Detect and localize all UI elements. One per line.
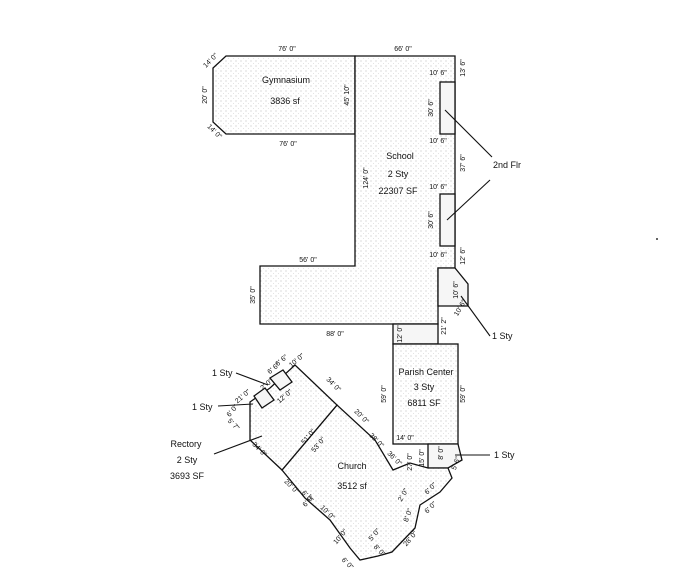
dim-bay-c: 10' 6": [429, 184, 447, 191]
dim-church-b11: 8' 0": [403, 507, 414, 523]
dim-church-step: 27' 0": [407, 453, 414, 471]
parish-center-area: 6811 SF: [407, 398, 441, 408]
rectory-small-box-b: [269, 369, 293, 391]
dim-parish-left: 59' 0": [381, 385, 388, 403]
school-area: 22307 SF: [378, 186, 418, 196]
school-name: School: [386, 151, 414, 161]
dim-gym-bottom: 76' 0": [279, 141, 297, 148]
church-name: Church: [337, 461, 366, 471]
parish-small-wing: [427, 443, 463, 469]
dim-bay-d: 10' 6": [429, 252, 447, 259]
leader-second-flr-b: [446, 179, 491, 221]
callout-one-sty-b: 1 Sty: [192, 402, 213, 412]
parish-center-stories: 3 Sty: [414, 382, 435, 392]
dim-parish-right: 59' 0": [460, 385, 467, 403]
rectory-small-box-a: [253, 387, 275, 409]
callout-one-sty-c: 1 Sty: [492, 331, 513, 341]
dim-school-height: 124' 0": [363, 167, 370, 189]
rectory-area: 3693 SF: [170, 471, 205, 481]
parish-center-outline: [392, 343, 459, 445]
dim-church-b12: 6' 0": [340, 557, 355, 572]
dim-bay-b: 10' 6": [429, 138, 447, 145]
dim-school-right-mid: 37' 6": [460, 154, 467, 172]
callout-second-flr: 2nd Flr: [493, 160, 521, 170]
dim-parish-small-a: 8' 0": [438, 446, 445, 460]
dim-link-small: 12' 0": [397, 325, 404, 343]
dim-school-right: 13' 6": [460, 59, 467, 77]
dim-bay-height-a: 30' 6": [428, 99, 435, 117]
church-outline: [281, 404, 453, 561]
dim-wing-top: 56' 0": [299, 257, 317, 264]
dim-parish-small-b: 15' 0": [419, 449, 426, 467]
school-stories: 2 Sty: [388, 169, 409, 179]
leader-rectory: [213, 435, 263, 455]
dim-school-right-low: 12' 6": [460, 247, 467, 265]
dim-bay-height-b: 30' 6": [428, 211, 435, 229]
dim-school-top: 66' 0": [394, 46, 412, 53]
dim-link: 21' 2": [441, 317, 448, 335]
dim-wing-left: 35' 0": [250, 286, 257, 304]
church-area: 3512 sf: [337, 481, 367, 491]
dim-bay-a: 10' 6": [429, 70, 447, 77]
gymnasium-name: Gymnasium: [262, 75, 310, 85]
gymnasium-outline: [212, 55, 356, 135]
rectory-stories: 2 Sty: [177, 455, 198, 465]
gymnasium-area: 3836 sf: [270, 96, 300, 106]
dim-parish-bottom: 14' 0": [396, 435, 414, 442]
dim-wing-bottom: 88' 0": [326, 331, 344, 338]
leader-one-sty-b: [217, 403, 254, 407]
callout-one-sty-d: 1 Sty: [494, 450, 515, 460]
dim-corner-a: 10' 6": [453, 281, 460, 299]
leader-second-flr-a: [444, 109, 493, 158]
dim-parish-small-c: 5' 6": [451, 455, 462, 471]
leader-one-sty-c: [460, 295, 491, 337]
dim-rect-g: 5' 7": [226, 418, 241, 433]
dim-gym-depth: 45' 10": [344, 84, 351, 106]
school-bay-upper: [439, 81, 456, 135]
dim-gym-left: 20' 0": [202, 86, 209, 104]
stray-mark: [656, 238, 658, 240]
rectory-name: Rectory: [170, 439, 202, 449]
parish-center-name: Parish Center: [398, 367, 453, 377]
dim-church-top: 34' 0": [324, 376, 342, 394]
dim-gym-top: 76' 0": [278, 46, 296, 53]
dim-church-b9: 6' 0": [424, 500, 439, 515]
callout-one-sty-a: 1 Sty: [212, 368, 233, 378]
leader-one-sty-a: [235, 372, 269, 386]
